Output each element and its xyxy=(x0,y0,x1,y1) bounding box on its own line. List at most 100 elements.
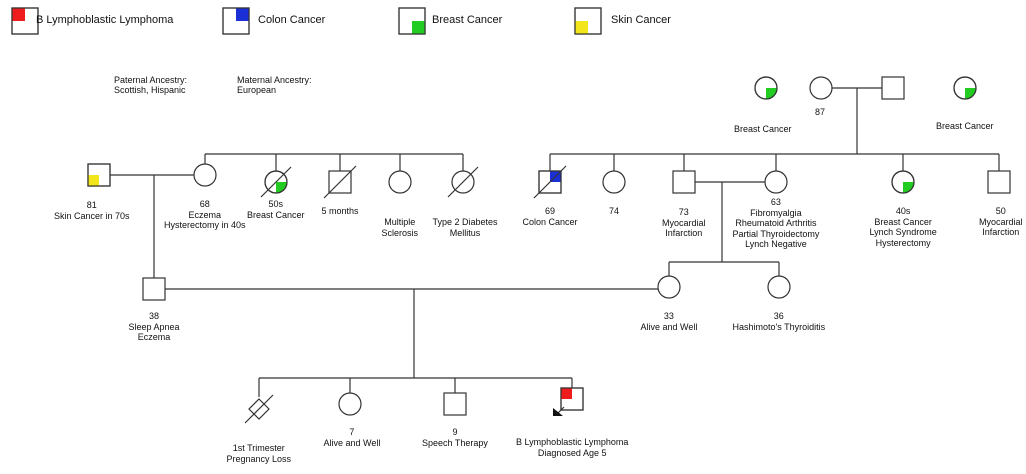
leg-breast-outline xyxy=(398,7,426,35)
pgm-sib-2-deceased-slash xyxy=(323,165,357,199)
label-line: 63 xyxy=(770,197,781,207)
sib-7-symbol xyxy=(338,392,362,416)
pgm-sib-2-label: 5 months xyxy=(322,206,359,217)
label-line: 9 xyxy=(452,427,458,437)
label-line: 1st Trimester xyxy=(232,443,285,453)
label-line: 40s xyxy=(895,206,911,216)
leg-b-lymph-quadrant xyxy=(12,8,25,21)
label-line: Diagnosed Age 5 xyxy=(537,447,607,458)
label-line: Breast Cancer xyxy=(936,121,994,131)
label-line: Lynch Negative xyxy=(745,239,807,249)
proband-affected-quadrant xyxy=(561,388,572,399)
pgm-sib-1-outline xyxy=(264,170,288,194)
mgm-sister-1-label: Breast Cancer xyxy=(734,124,792,135)
leg-b-lymph-label: B Lymphoblastic Lymphoma xyxy=(36,14,174,26)
pgm-sib-1-deceased-slash xyxy=(260,166,292,198)
leg-breast-label: Breast Cancer xyxy=(432,14,503,26)
leg-colon-quadrant xyxy=(236,8,249,21)
label-line: 69 xyxy=(545,206,556,216)
paternal-ancestry-value: Scottish, Hispanic xyxy=(114,85,186,95)
mgf-symbol xyxy=(881,76,905,100)
label-line: Speech Therapy xyxy=(422,437,488,448)
pregnancy-loss-loss-slash xyxy=(244,394,274,424)
label-line: Sclerosis xyxy=(381,227,419,238)
leg-colon-label: Colon Cancer xyxy=(258,14,326,26)
label-line: 68 xyxy=(199,199,210,209)
maternal-gm-symbol xyxy=(764,170,788,194)
label-line: 36 xyxy=(773,311,784,321)
maternal-gf-symbol xyxy=(672,170,696,194)
pgm-sib-1-affected-quadrant xyxy=(276,182,287,193)
label-line: Breast Cancer xyxy=(734,124,792,134)
label-line: Pregnancy Loss xyxy=(226,453,292,464)
mgf-sib-2-label: 74 xyxy=(609,206,619,217)
mgm-label: 87 xyxy=(815,107,825,118)
mgm-sister-1-affected-quadrant xyxy=(766,88,777,99)
label-line: Type 2 Diabetes xyxy=(432,217,498,227)
father-symbol xyxy=(142,277,166,301)
proband-outline xyxy=(560,387,584,411)
mgm-sister-1-outline xyxy=(754,76,778,100)
label-line: 38 xyxy=(149,311,160,321)
proband-arrow-line xyxy=(557,406,565,414)
label-line: Breast Cancer xyxy=(247,209,305,220)
mgf-sister-outline xyxy=(953,76,977,100)
label-line: 5 months xyxy=(321,206,359,216)
label-line: Infarction xyxy=(982,227,1020,237)
label-line: Hysterectomy xyxy=(875,237,931,248)
proband-arrow-icon xyxy=(553,408,563,416)
leg-colon-outline xyxy=(222,7,250,35)
mother-symbol xyxy=(657,275,681,299)
mgf-sister-affected-quadrant xyxy=(965,88,976,99)
leg-skin-outline xyxy=(574,7,602,35)
mgm-sib-1-outline xyxy=(891,170,915,194)
maternal-ancestry-value: European xyxy=(237,85,277,95)
pgm-sib-4-deceased-slash xyxy=(447,166,479,198)
leg-b-lymph-outline xyxy=(11,7,39,35)
label-line: 33 xyxy=(663,311,674,321)
pgf-outline xyxy=(87,163,111,187)
label-line: Infarction xyxy=(665,228,703,238)
label-line: 7 xyxy=(349,427,355,437)
label-line: Breast Cancer xyxy=(874,216,932,227)
label-line: Myocardial xyxy=(662,217,706,228)
label-line: Rheumatoid Arthritis xyxy=(735,218,817,228)
label-line: Eczema xyxy=(137,332,171,342)
label-line: 50s xyxy=(268,199,284,209)
pgf-affected-quadrant xyxy=(88,175,99,186)
label-line: Partial Thyroidectomy xyxy=(732,228,820,239)
label-line: Fibromyalgia xyxy=(750,207,802,218)
pgm-sib-3-symbol xyxy=(388,170,412,194)
label-line: Alive and Well xyxy=(640,321,698,332)
mother-sister-symbol xyxy=(767,275,791,299)
label-line: Multiple xyxy=(384,217,416,227)
label-line: Colon Cancer xyxy=(522,216,578,227)
label-line: Mellitus xyxy=(449,227,481,238)
label-line: Eczema xyxy=(188,209,222,220)
label-line: 81 xyxy=(86,200,97,210)
label-line: 87 xyxy=(815,107,826,117)
leg-breast-quadrant xyxy=(412,21,425,34)
label-line: B Lymphoblastic Lymphoma xyxy=(516,437,629,447)
mgf-sib-2-symbol xyxy=(602,170,626,194)
leg-skin-quadrant xyxy=(575,21,588,34)
label-line: Lynch Syndrome xyxy=(869,227,937,237)
mgf-sib-1-outline xyxy=(538,170,562,194)
leg-skin-label: Skin Cancer xyxy=(611,14,671,26)
maternal-ancestry-title: Maternal Ancestry: xyxy=(237,75,312,85)
sib-9-symbol xyxy=(443,392,467,416)
